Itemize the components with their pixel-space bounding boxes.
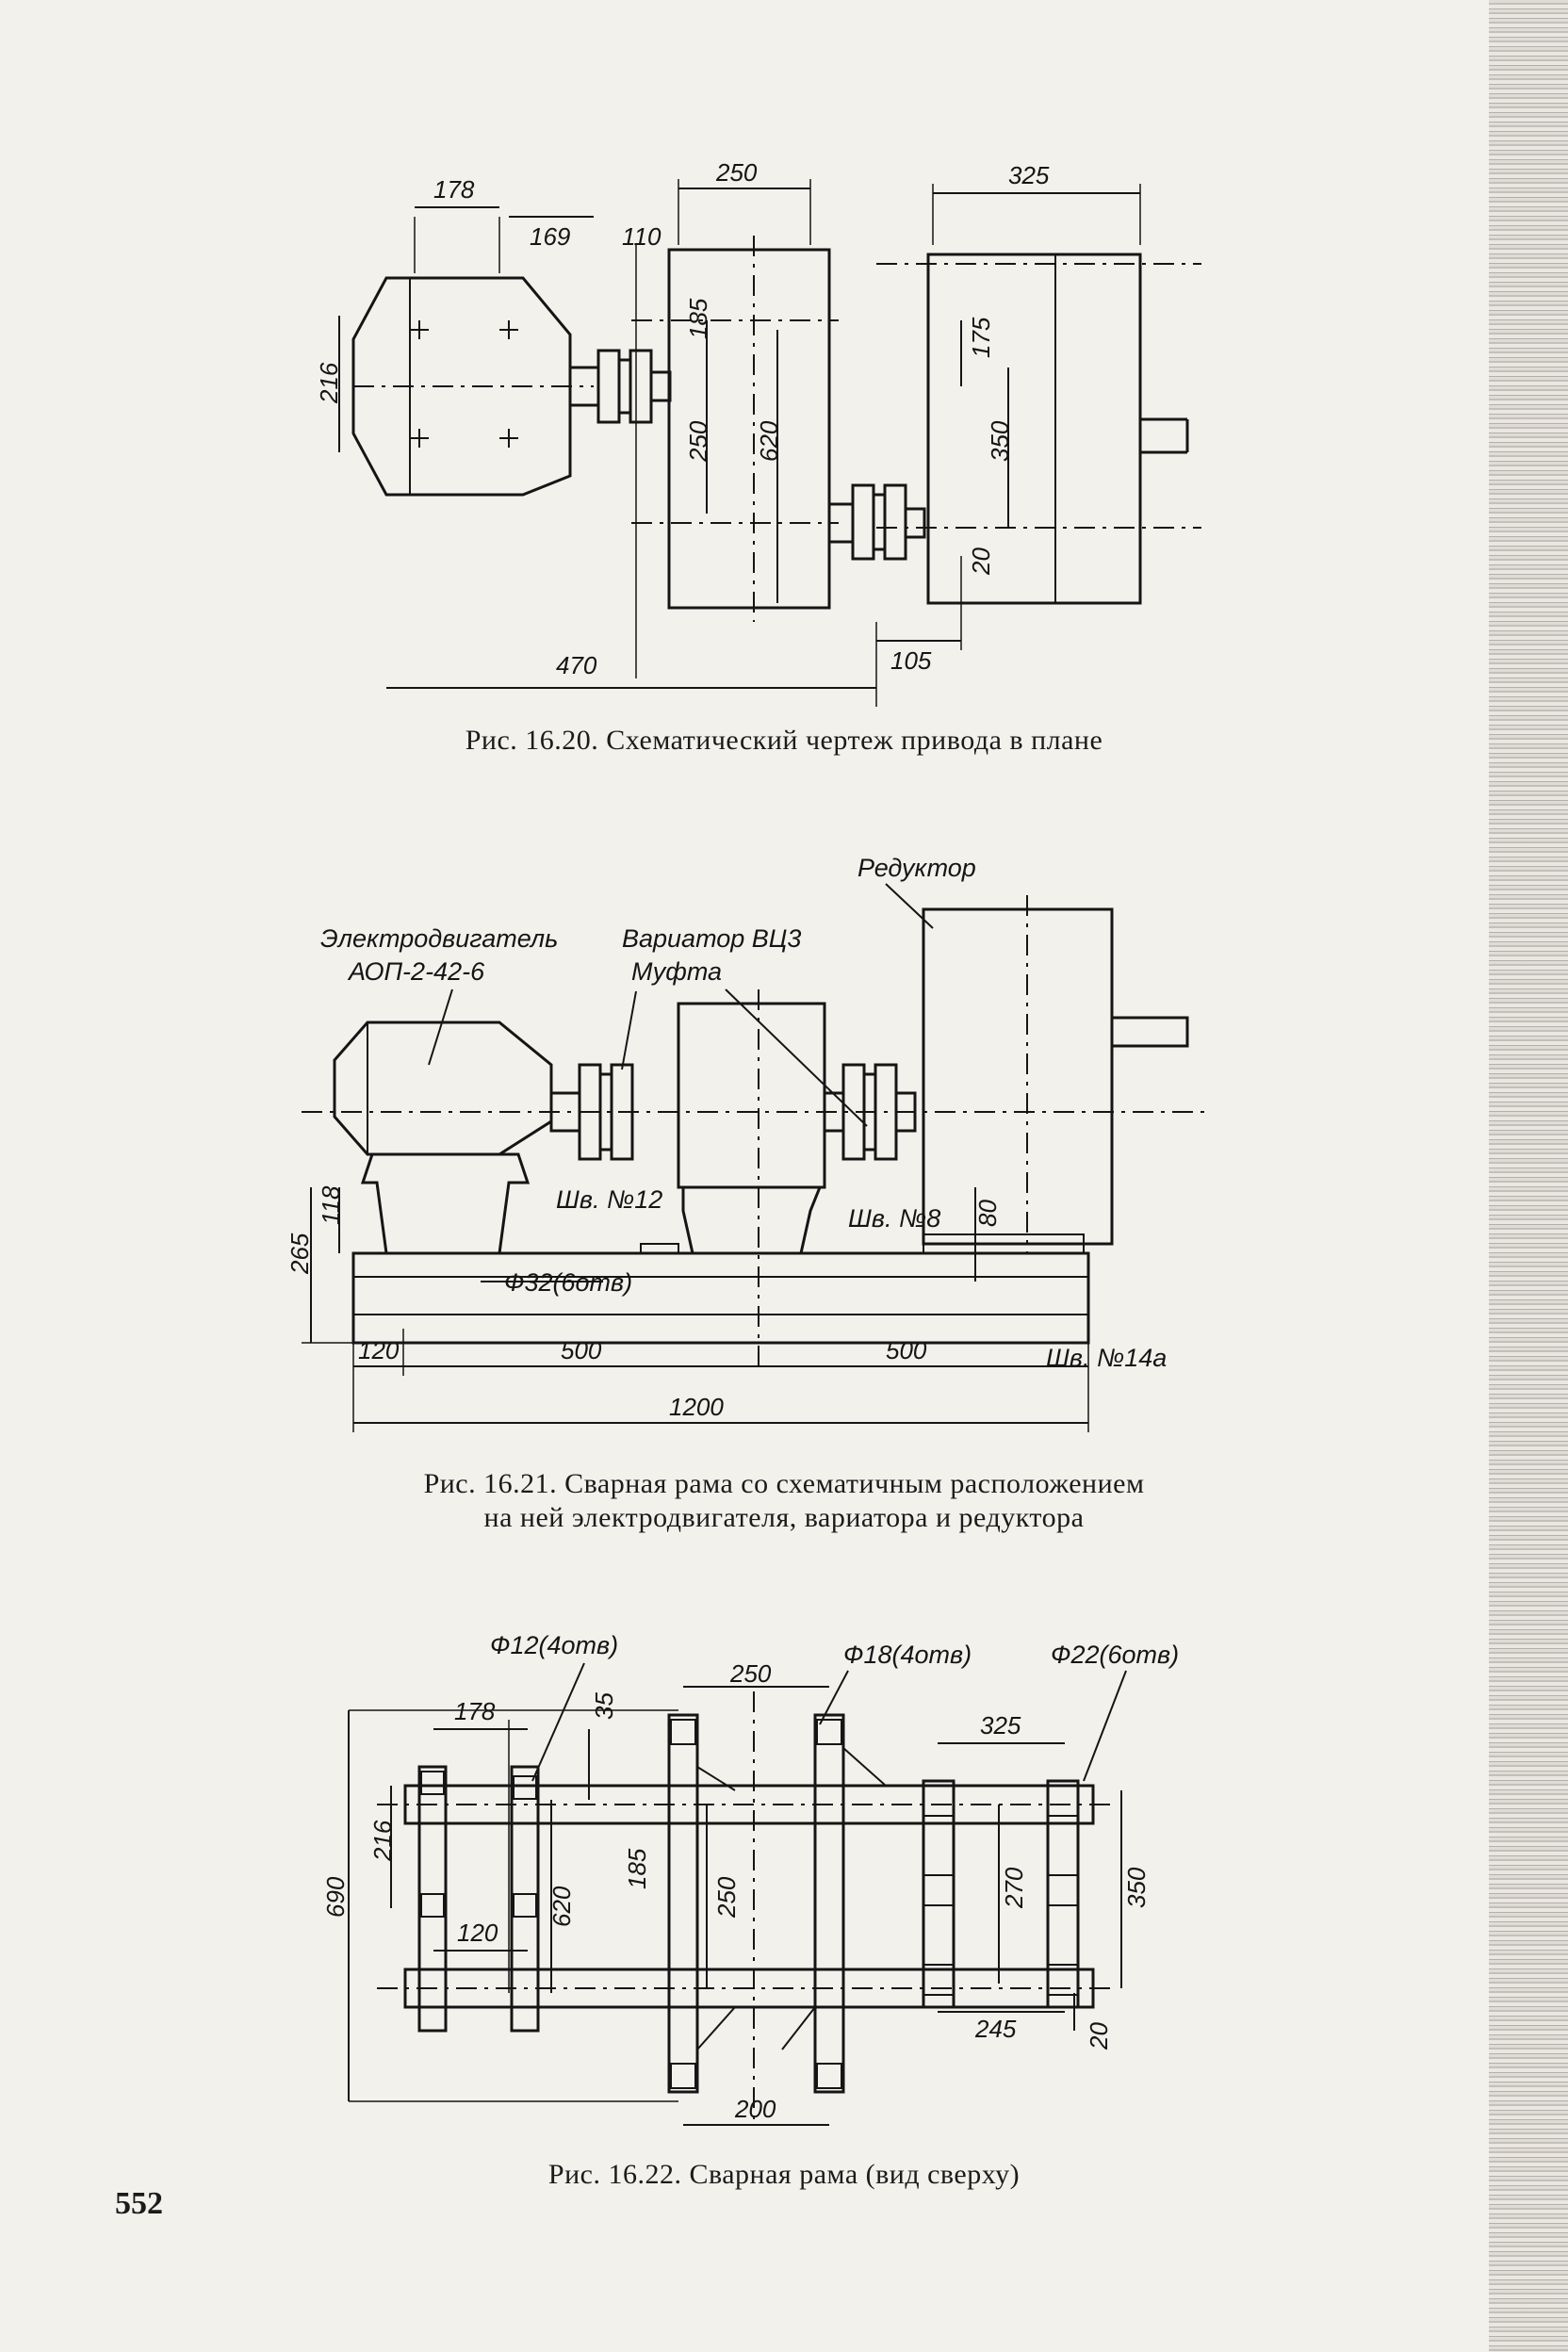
label-holes18: Ф18(4отв): [843, 1641, 972, 1669]
reducer-body: [926, 253, 1142, 605]
label-holes22: Ф22(6отв): [1051, 1641, 1179, 1669]
dim-label: 178: [433, 175, 475, 204]
dim-label: 185: [684, 298, 712, 339]
label-variator: Вариатор ВЦ3: [622, 924, 801, 953]
label-coupling: Муфта: [631, 957, 722, 986]
figure-16-21-caption-line1: Рис. 16.21. Сварная рама со схематичным …: [423, 1468, 1145, 1499]
frame-base: [351, 1251, 1090, 1345]
dim-label: 350: [1122, 1867, 1151, 1908]
dim-label: 265: [286, 1233, 314, 1275]
figure-16-20-drawing: 178 169 110 250 325 216 185 250 620 175 …: [311, 151, 1234, 716]
label-channel12: Шв. №12: [556, 1185, 662, 1214]
dim-label: 250: [715, 158, 758, 187]
dim-label: 620: [755, 420, 783, 462]
dim-label: 250: [712, 1876, 741, 1919]
dim-label: 250: [729, 1659, 772, 1688]
dim-label: 80: [973, 1200, 1002, 1227]
dim-label: 325: [1008, 161, 1050, 189]
dim-label: 500: [886, 1336, 927, 1364]
dim-label: 500: [561, 1336, 602, 1364]
figure-16-22-caption: Рис. 16.22. Сварная рама (вид сверху): [547, 2159, 1021, 2190]
label-motor-model: АОП-2-42-6: [347, 957, 485, 986]
dim-label: 250: [684, 420, 712, 463]
label-reducer: Редуктор: [858, 854, 976, 882]
dim-label: 110: [622, 222, 662, 251]
dim-label: 245: [974, 2015, 1017, 2043]
dim-label: 178: [454, 1697, 496, 1725]
label-channel8: Шв. №8: [848, 1204, 940, 1233]
dim-label: 120: [457, 1919, 498, 1947]
figure-16-21-caption-line2: на ней электродвигателя, вариатора и ред…: [483, 1502, 1085, 1533]
label-holes32: Ф32(6отв): [504, 1268, 632, 1297]
label-channel14: Шв. №14а: [1046, 1344, 1167, 1372]
figure-16-20-caption: Рис. 16.20. Схематический чертеж привода…: [465, 725, 1103, 756]
label-motor: Электродвигатель: [320, 924, 558, 953]
dim-label: 175: [967, 317, 995, 358]
dim-label: 216: [315, 362, 343, 404]
dim-label: 620: [547, 1886, 576, 1927]
variator-side: [677, 1002, 826, 1189]
dim-label: 105: [890, 646, 932, 675]
dim-label: 325: [980, 1711, 1021, 1740]
motor-body: [351, 276, 572, 497]
dim-label: 200: [734, 2095, 776, 2123]
dim-label: 1200: [669, 1393, 724, 1421]
dim-label: 270: [1000, 1867, 1028, 1909]
figure-16-22-drawing: Ф12(4отв) Ф18(4отв) Ф22(6отв): [320, 1616, 1225, 2144]
book-spine-shadow: [1489, 0, 1568, 2352]
dim-label: 470: [556, 651, 597, 679]
dim-label: 20: [967, 547, 995, 576]
dim-label: 185: [623, 1848, 651, 1889]
dim-label: 118: [317, 1185, 345, 1225]
reducer-side: [922, 907, 1114, 1246]
dim-label: 20: [1085, 2022, 1113, 2050]
dim-label: 350: [986, 420, 1014, 462]
label-holes12: Ф12(4отв): [490, 1631, 618, 1659]
page-number: 552: [115, 2186, 163, 2221]
figure-16-21-drawing: Редуктор Электродвигатель АОП-2-42-6 Вар…: [283, 839, 1244, 1442]
dim-label: 35: [590, 1692, 618, 1720]
variator-body: [667, 248, 831, 610]
dim-label: 120: [358, 1336, 400, 1364]
dim-label: 216: [368, 1820, 397, 1862]
dim-label: 690: [321, 1876, 350, 1918]
dim-label: 169: [530, 222, 570, 251]
